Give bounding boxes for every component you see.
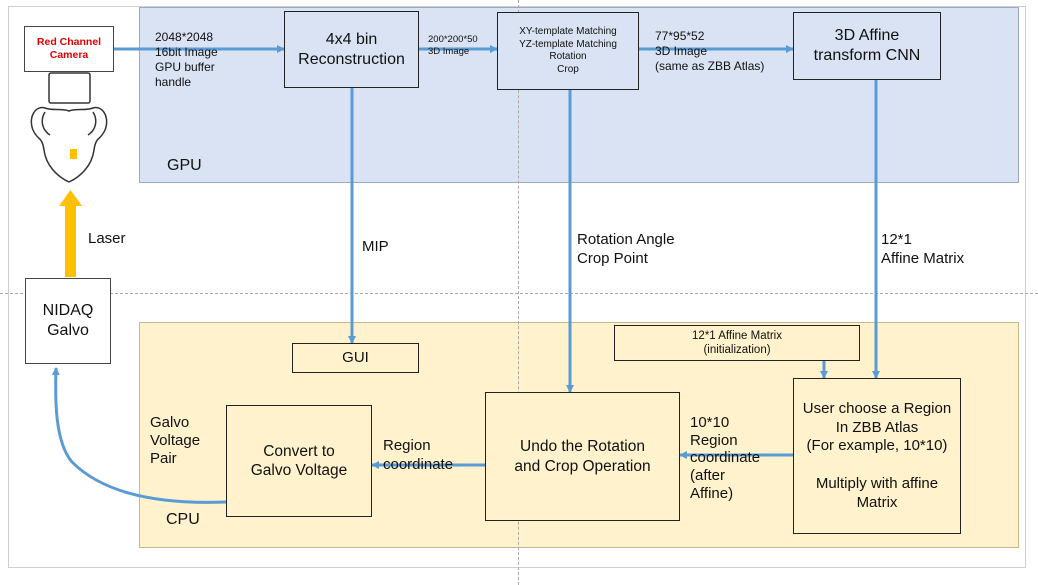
reconstruction-output-label: 200*200*50 3D Image	[428, 34, 478, 57]
nidaq-galvo-box: NIDAQ Galvo	[25, 278, 111, 364]
cpu-label: CPU	[166, 511, 200, 528]
undo-rotation-box: Undo the Rotation and Crop Operation	[485, 392, 680, 521]
template-matching-label: XY-template Matching YZ-template Matchin…	[519, 26, 617, 75]
affine-cnn-label: 3D Affine transform CNN	[813, 27, 921, 64]
rotation-label: Rotation Angle Crop Point	[577, 231, 675, 267]
affine-init-label: 12*1 Affine Matrix (initialization)	[692, 329, 782, 356]
diagram-frame	[8, 6, 1026, 568]
camera-box-label: Red Channel Camera	[36, 35, 102, 61]
user-region-box: User choose a Region In ZBB Atlas (For e…	[793, 378, 961, 534]
flow-arrows	[51, 45, 880, 504]
gui-label: GUI	[342, 348, 369, 366]
affine-init-box: 12*1 Affine Matrix (initialization)	[614, 325, 860, 361]
camera-box: Red Channel Camera	[24, 26, 114, 72]
nidaq-galvo-label: NIDAQ Galvo	[42, 302, 94, 339]
reconstruction-box: 4x4 bin Reconstruction	[284, 11, 419, 88]
convert-galvo-label: Convert to Galvo Voltage	[250, 442, 348, 479]
gui-box: GUI	[292, 343, 419, 373]
template-output-label: 77*95*52 3D Image (same as ZBB Atlas)	[655, 29, 765, 73]
reconstruction-label: 4x4 bin Reconstruction	[298, 30, 405, 68]
vertical-guide-line	[518, 0, 519, 585]
template-matching-box: XY-template Matching YZ-template Matchin…	[497, 12, 639, 90]
laser-label: Laser	[88, 230, 126, 247]
region-coordinate-label: Region coordinate	[383, 437, 454, 473]
undo-rotation-label: Undo the Rotation and Crop Operation	[514, 438, 651, 475]
affine-matrix-label: 12*1 Affine Matrix	[881, 231, 965, 267]
region-after-affine-label: 10*10 Region coordinate (after Affine)	[690, 414, 761, 502]
camera-output-label: 2048*2048 16bit Image GPU buffer handle	[155, 30, 218, 89]
convert-to-galvo-arrow	[51, 367, 227, 504]
affine-cnn-box: 3D Affine transform CNN	[793, 12, 941, 80]
gpu-label: GPU	[167, 157, 202, 174]
mip-label: MIP	[362, 238, 389, 255]
fish-icon	[30, 72, 108, 183]
laser-arrow	[59, 190, 82, 277]
convert-galvo-box: Convert to Galvo Voltage	[226, 405, 372, 517]
user-region-label: User choose a Region In ZBB Atlas (For e…	[802, 399, 952, 511]
horizontal-guide-line	[0, 293, 1038, 294]
galvo-voltage-label: Galvo Voltage Pair	[150, 414, 201, 467]
